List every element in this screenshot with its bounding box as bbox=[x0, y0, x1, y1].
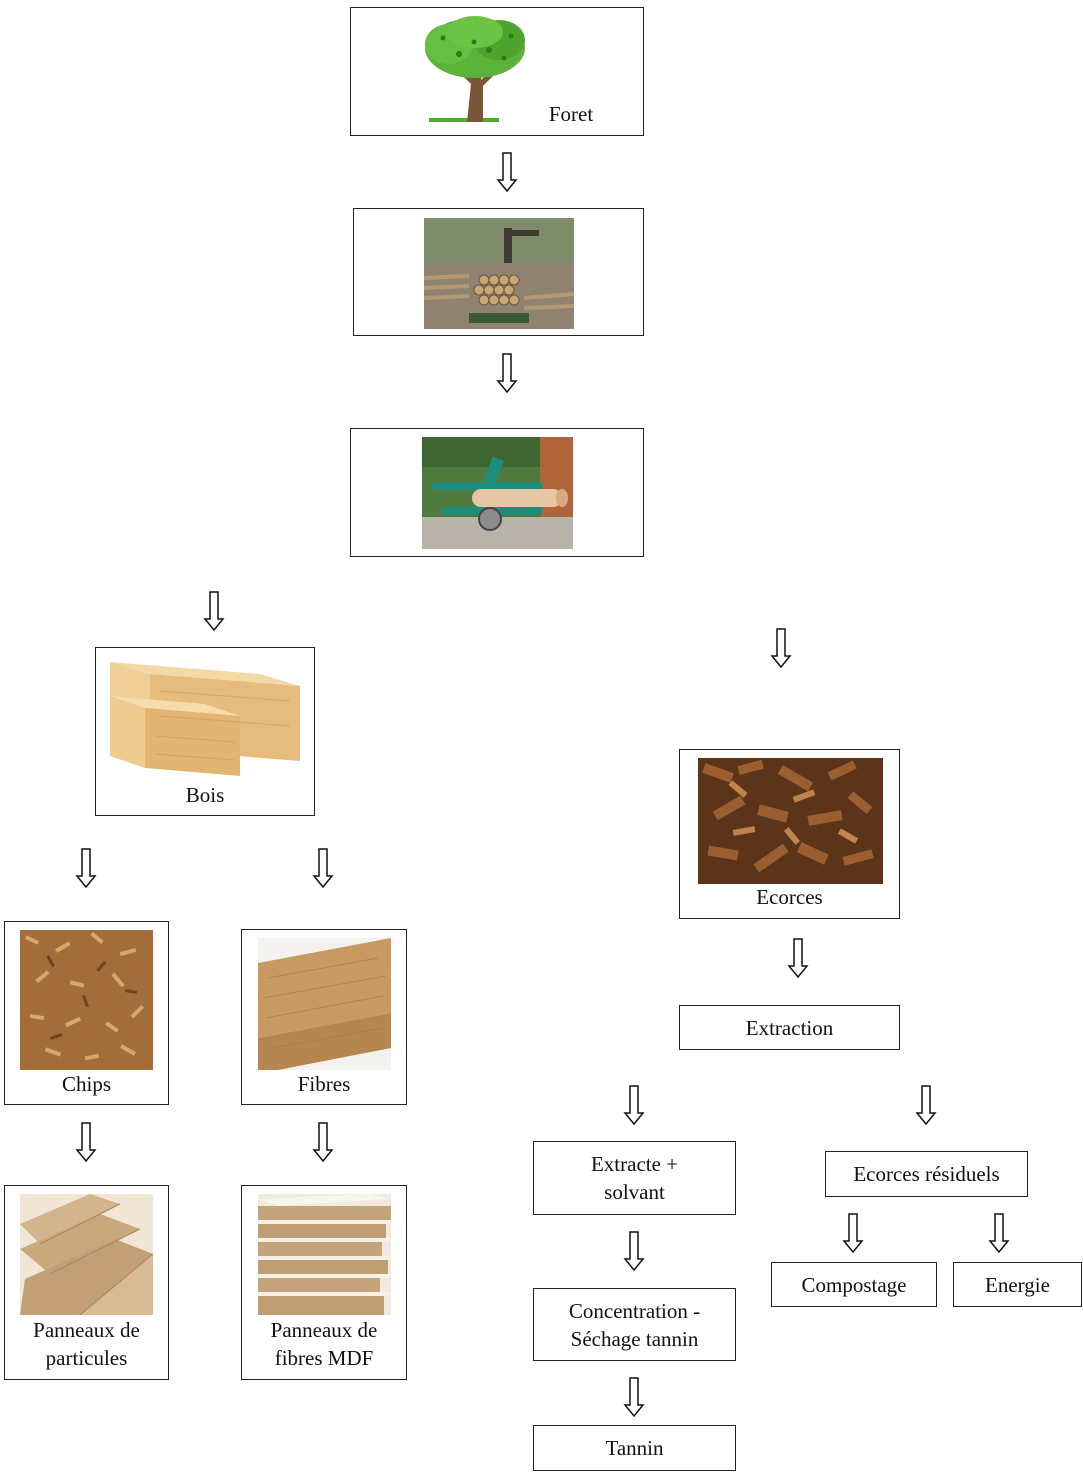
down-arrow-icon bbox=[75, 848, 97, 888]
down-arrow-icon bbox=[623, 1085, 645, 1125]
node-extraction: Extraction bbox=[679, 1005, 900, 1050]
down-arrow-icon bbox=[623, 1377, 645, 1417]
down-arrow-icon bbox=[312, 848, 334, 888]
down-arrow-icon bbox=[312, 1122, 334, 1162]
down-arrow-icon bbox=[496, 353, 518, 393]
down-arrow-icon bbox=[496, 152, 518, 192]
node-ecorces: Ecorces bbox=[679, 749, 900, 919]
debarking-machine-photo bbox=[422, 437, 573, 549]
wood-fibre-board-photo bbox=[258, 938, 391, 1070]
node-chips: Chips bbox=[4, 921, 169, 1105]
particle-board-photo bbox=[20, 1194, 153, 1315]
node-residual-bark: Ecorces résiduels bbox=[825, 1151, 1028, 1197]
node-energie: Energie bbox=[953, 1262, 1082, 1307]
node-compostage: Compostage bbox=[771, 1262, 937, 1307]
down-arrow-icon bbox=[75, 1122, 97, 1162]
down-arrow-icon bbox=[842, 1213, 864, 1253]
bark-pieces-photo bbox=[698, 758, 883, 884]
extract-solvent-line2: solvant bbox=[604, 1180, 665, 1204]
extraction-label: Extraction bbox=[745, 1015, 834, 1040]
wood-chips-photo bbox=[20, 930, 153, 1070]
node-debarking bbox=[350, 428, 644, 557]
compostage-label: Compostage bbox=[801, 1272, 907, 1297]
tree-icon bbox=[425, 16, 525, 122]
down-arrow-icon bbox=[623, 1231, 645, 1271]
particle-panels-line1: Panneaux de bbox=[33, 1318, 140, 1342]
node-bois: Bois bbox=[95, 647, 315, 816]
node-extract-solvent: Extracte + solvant bbox=[533, 1141, 736, 1215]
log-harvesting-photo bbox=[424, 218, 574, 329]
concentration-line2: Séchage tannin bbox=[570, 1326, 699, 1351]
particle-panels-line2: particules bbox=[45, 1346, 128, 1370]
forest-label: Foret bbox=[548, 102, 594, 126]
node-concentration: Concentration - Séchage tannin bbox=[533, 1288, 736, 1361]
down-arrow-icon bbox=[787, 938, 809, 978]
mdf-panels-line1: Panneaux de bbox=[270, 1318, 378, 1342]
concentration-line1: Concentration - bbox=[568, 1298, 701, 1323]
node-mdf-panels: Panneaux de fibres MDF bbox=[241, 1185, 407, 1380]
tannin-label: Tannin bbox=[605, 1436, 664, 1460]
residual-bark-label: Ecorces résiduels bbox=[853, 1162, 1000, 1186]
chips-label: Chips bbox=[61, 1072, 111, 1096]
mdf-panels-line2: fibres MDF bbox=[274, 1346, 374, 1370]
down-arrow-icon bbox=[988, 1213, 1010, 1253]
extract-solvent-line1: Extracte + bbox=[590, 1152, 679, 1176]
node-particle-panels: Panneaux de particules bbox=[4, 1185, 169, 1380]
node-fibres: Fibres bbox=[241, 929, 407, 1105]
mdf-panels-photo bbox=[258, 1194, 391, 1315]
node-harvest bbox=[353, 208, 644, 336]
node-forest: Foret bbox=[350, 7, 644, 136]
down-arrow-icon bbox=[915, 1085, 937, 1125]
timber-beams-photo bbox=[110, 656, 300, 781]
down-arrow-icon bbox=[770, 628, 792, 668]
node-tannin: Tannin bbox=[533, 1425, 736, 1471]
bois-label: Bois bbox=[185, 783, 225, 807]
fibres-label: Fibres bbox=[297, 1072, 351, 1096]
down-arrow-icon bbox=[203, 591, 225, 631]
energie-label: Energie bbox=[985, 1272, 1050, 1297]
ecorces-label: Ecorces bbox=[756, 885, 823, 909]
